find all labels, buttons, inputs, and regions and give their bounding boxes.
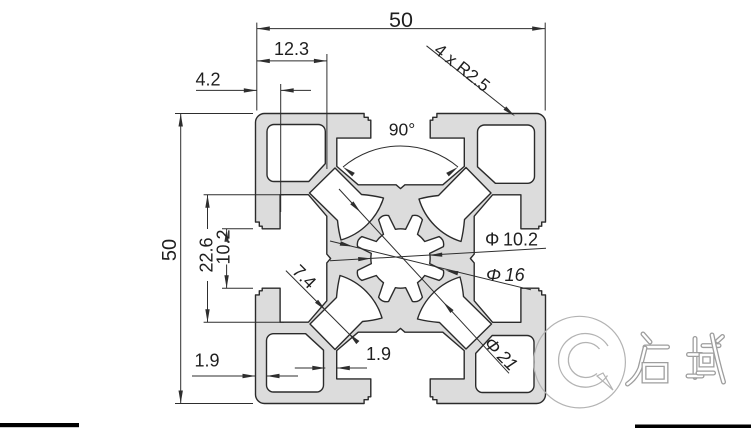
svg-text:22.6: 22.6 [197,237,217,272]
svg-text:90°: 90° [389,120,415,140]
svg-text:Φ 10.2: Φ 10.2 [485,230,538,250]
svg-text:1.9: 1.9 [366,344,391,364]
svg-text:10.2: 10.2 [214,229,234,264]
svg-text:1.9: 1.9 [194,351,219,371]
svg-text:Φ 16: Φ 16 [486,265,526,285]
svg-text:12.3: 12.3 [274,39,309,59]
svg-text:4.2: 4.2 [195,70,220,90]
svg-text:50: 50 [389,8,413,32]
svg-text:7.4: 7.4 [288,261,320,293]
svg-text:4 x R2.5: 4 x R2.5 [431,39,494,95]
svg-text:50: 50 [159,239,181,261]
